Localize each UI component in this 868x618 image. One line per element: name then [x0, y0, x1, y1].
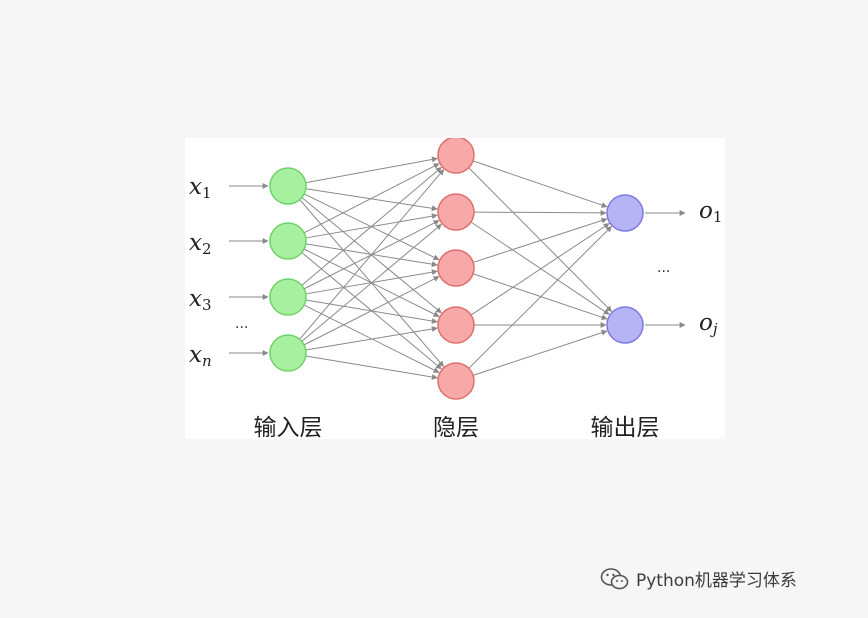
neural-network-diagram: x1 x2 x3 xn ... o1 oj ... 输入层 隐层 输出层: [185, 138, 725, 439]
edge-in4-h3: [303, 276, 440, 346]
edge-h2-out2: [470, 221, 610, 315]
input-label-x3: x3: [189, 286, 212, 314]
edge-in3-h1: [301, 166, 442, 286]
edge-h1-out2: [468, 167, 613, 312]
connections: [299, 156, 613, 380]
output-label-oj: oj: [699, 310, 718, 338]
input-label-x1: x1: [189, 174, 212, 202]
input-label-xn: xn: [189, 342, 212, 370]
hidden-neuron-1: [437, 138, 475, 174]
watermark: Python机器学习体系: [600, 566, 797, 591]
edge-h1-out1: [472, 160, 608, 208]
input-neuron-2: [269, 222, 307, 260]
wechat-icon: [600, 567, 629, 589]
input-ellipsis: ...: [235, 316, 248, 332]
edge-h5-out2: [472, 329, 608, 376]
output-neuron-2: [606, 306, 644, 344]
input-neuron-3: [269, 278, 307, 316]
output-neuron-1: [606, 194, 644, 232]
network-svg: x1 x2 x3 xn ... o1 oj ... 输入层 隐层 输出层: [189, 138, 722, 439]
neurons: [269, 138, 644, 400]
hidden-layer-label: 隐层: [433, 415, 479, 439]
edge-in4-h5: [305, 355, 438, 380]
edge-h5-out1: [468, 225, 612, 369]
edge-in4-h2: [301, 223, 442, 342]
edge-h2-out1: [473, 209, 607, 216]
hidden-neuron-3: [437, 249, 475, 287]
edge-h3-out2: [472, 273, 608, 321]
input-neuron-4: [269, 334, 307, 372]
watermark-text: Python机器学习体系: [636, 571, 797, 591]
edge-in4-h4: [305, 326, 438, 351]
output-ellipsis: ...: [657, 260, 670, 276]
edge-h4-out1: [470, 223, 610, 316]
output-label-o1: o1: [699, 198, 722, 226]
input-layer-label: 输入层: [254, 415, 323, 439]
input-label-x2: x2: [189, 230, 212, 258]
output-layer-label: 输出层: [591, 415, 660, 439]
hidden-neuron-4: [437, 306, 475, 344]
hidden-neuron-5: [437, 362, 475, 400]
edge-in1-h1: [305, 156, 438, 184]
input-neuron-1: [269, 167, 307, 205]
io-arrows: [229, 183, 686, 356]
edge-in1-h2: [305, 188, 438, 212]
hidden-neuron-2: [437, 193, 475, 231]
edge-h3-out1: [472, 217, 608, 263]
edge-in4-h1: [299, 169, 445, 340]
edge-in2-h1: [303, 163, 440, 234]
